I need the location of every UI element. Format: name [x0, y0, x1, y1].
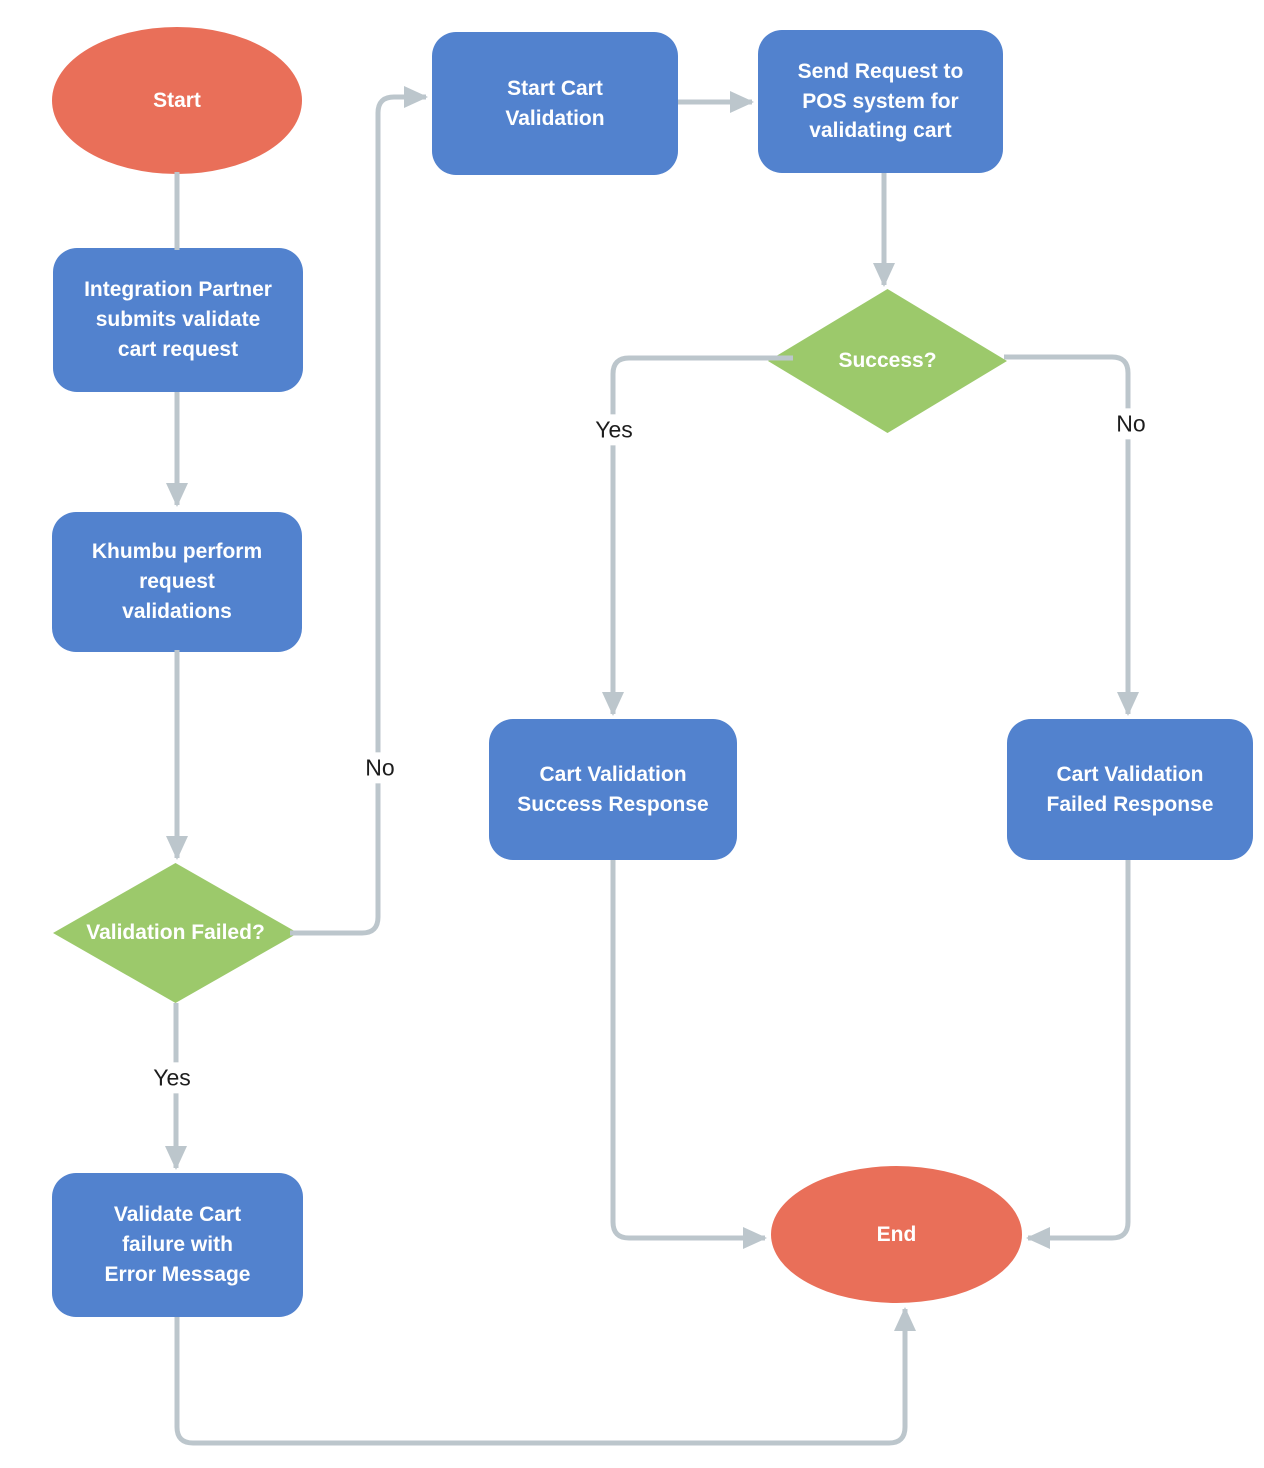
edge-failed-response-to-end: [1026, 860, 1131, 1249]
node-integration-partner-submit: Integration Partner submits validate car…: [53, 248, 303, 392]
node-cart-validation-failed-response-label: Cart Validation Failed Response: [1046, 762, 1214, 816]
node-cart-validation-success-response: Cart Validation Success Response: [489, 719, 737, 860]
node-integration-partner-submit-label: Integration Partner submits validate car…: [84, 278, 272, 361]
node-send-request-pos-label: Send Request to POS system for validatin…: [797, 59, 964, 143]
node-start: Start: [52, 27, 302, 174]
edge-label-validation-failed-no: No: [358, 752, 402, 784]
node-validation-failed-decision: Validation Failed?: [53, 863, 298, 1003]
node-success-decision-label: Success?: [838, 349, 937, 373]
node-end: End: [771, 1166, 1022, 1303]
edge-validate-cart-failure-to-end: [174, 1307, 916, 1446]
node-khumbu-request-validations: Khumbu perform request validations: [52, 512, 302, 652]
node-validation-failed-decision-label: Validation Failed?: [86, 921, 265, 945]
node-cart-validation-success-response-label: Cart Validation Success Response: [517, 762, 709, 816]
edge-label-validation-failed-yes: Yes: [146, 1062, 198, 1094]
edge-label-success-yes: Yes: [588, 414, 640, 446]
edge-label-success-no: No: [1109, 408, 1153, 440]
node-start-label: Start: [153, 88, 201, 112]
node-end-label: End: [876, 1222, 917, 1246]
edge-success-response-to-end: [610, 860, 767, 1249]
node-start-cart-validation: Start Cart Validation: [432, 32, 678, 175]
node-success-decision: Success?: [768, 289, 1007, 433]
node-send-request-pos: Send Request to POS system for validatin…: [758, 30, 1003, 173]
node-khumbu-request-validations-label: Khumbu perform request validations: [91, 540, 263, 623]
edge-success-yes-to-success-response: [602, 355, 793, 716]
node-validate-cart-failure: Validate Cart failure with Error Message: [52, 1173, 303, 1317]
node-cart-validation-failed-response: Cart Validation Failed Response: [1007, 719, 1253, 860]
node-start-cart-validation-label: Start Cart Validation: [505, 76, 605, 130]
edge-validation-failed-no-to-start-cart: [290, 86, 428, 936]
node-validate-cart-failure-label: Validate Cart failure with Error Message: [104, 1203, 251, 1286]
